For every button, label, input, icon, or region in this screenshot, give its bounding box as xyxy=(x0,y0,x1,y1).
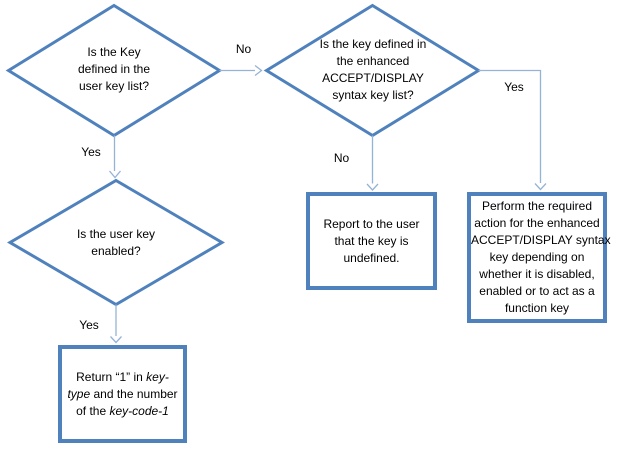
label-yes-bottom: Yes xyxy=(79,318,99,332)
text-line: Is the Key xyxy=(87,45,141,59)
text-line: ACCEPT/DISPLAY xyxy=(322,71,424,85)
arrow-right-icon xyxy=(254,64,263,77)
text-segment: of the xyxy=(76,403,110,418)
box-report-undefined: Report to the user that the key is undef… xyxy=(306,192,437,290)
text-line: of the key-code-1 xyxy=(62,403,183,420)
box-perform-enhanced-action: Perform the required action for the enha… xyxy=(467,192,611,323)
text-line: enabled or to act as a xyxy=(479,284,595,298)
text-segment-italic: type xyxy=(67,386,91,401)
text-line: that the key is xyxy=(334,233,409,248)
text-segment: and the number xyxy=(90,386,178,401)
label-yes-left: Yes xyxy=(81,145,101,159)
text-line: defined in the xyxy=(77,62,151,76)
text-line: action for the enhanced xyxy=(474,216,600,230)
text-line: Perform the required xyxy=(481,199,593,213)
diamond-enhanced-key-defined-text: Is the key defined in the enhanced ACCEP… xyxy=(288,36,458,104)
box-return-key-type: Return “1” in key- type and the number o… xyxy=(58,345,187,443)
text-line: type and the number xyxy=(62,386,183,403)
text-line: user key list? xyxy=(78,79,150,93)
text-line: Report to the user xyxy=(323,216,420,231)
diamond-user-key-defined-text: Is the Key defined in the user key list? xyxy=(34,44,194,95)
text-segment: Return “1” in xyxy=(76,369,147,384)
text-segment-italic: key- xyxy=(146,369,169,384)
text-line: Is the key defined in xyxy=(319,37,427,51)
text-line: whether it is disabled, xyxy=(479,267,595,281)
text-line: undefined. xyxy=(343,250,400,265)
text-line: Is the user key xyxy=(76,227,156,241)
arrow-down-icon xyxy=(110,336,122,344)
label-no-top: No xyxy=(235,42,252,56)
text-line: Return “1” in key- xyxy=(62,369,183,386)
diamond-user-key-enabled-text: Is the user key enabled? xyxy=(36,226,196,260)
arrow-down-icon xyxy=(366,183,379,191)
arrow-down-icon xyxy=(534,183,547,191)
text-line: ACCEPT/DISPLAY syntax xyxy=(471,233,611,247)
text-line: the enhanced xyxy=(336,54,410,68)
text-line: syntax key list? xyxy=(332,88,414,102)
text-line: key depending on xyxy=(489,250,585,264)
text-line: function key xyxy=(504,301,570,315)
label-yes-right: Yes xyxy=(504,80,524,94)
label-no-center: No xyxy=(333,151,350,165)
text-line: enabled? xyxy=(91,244,141,258)
arrow-down-icon xyxy=(109,170,121,179)
text-segment-italic: key-code-1 xyxy=(109,403,169,418)
connector-yes-to-perform-box xyxy=(478,69,542,183)
